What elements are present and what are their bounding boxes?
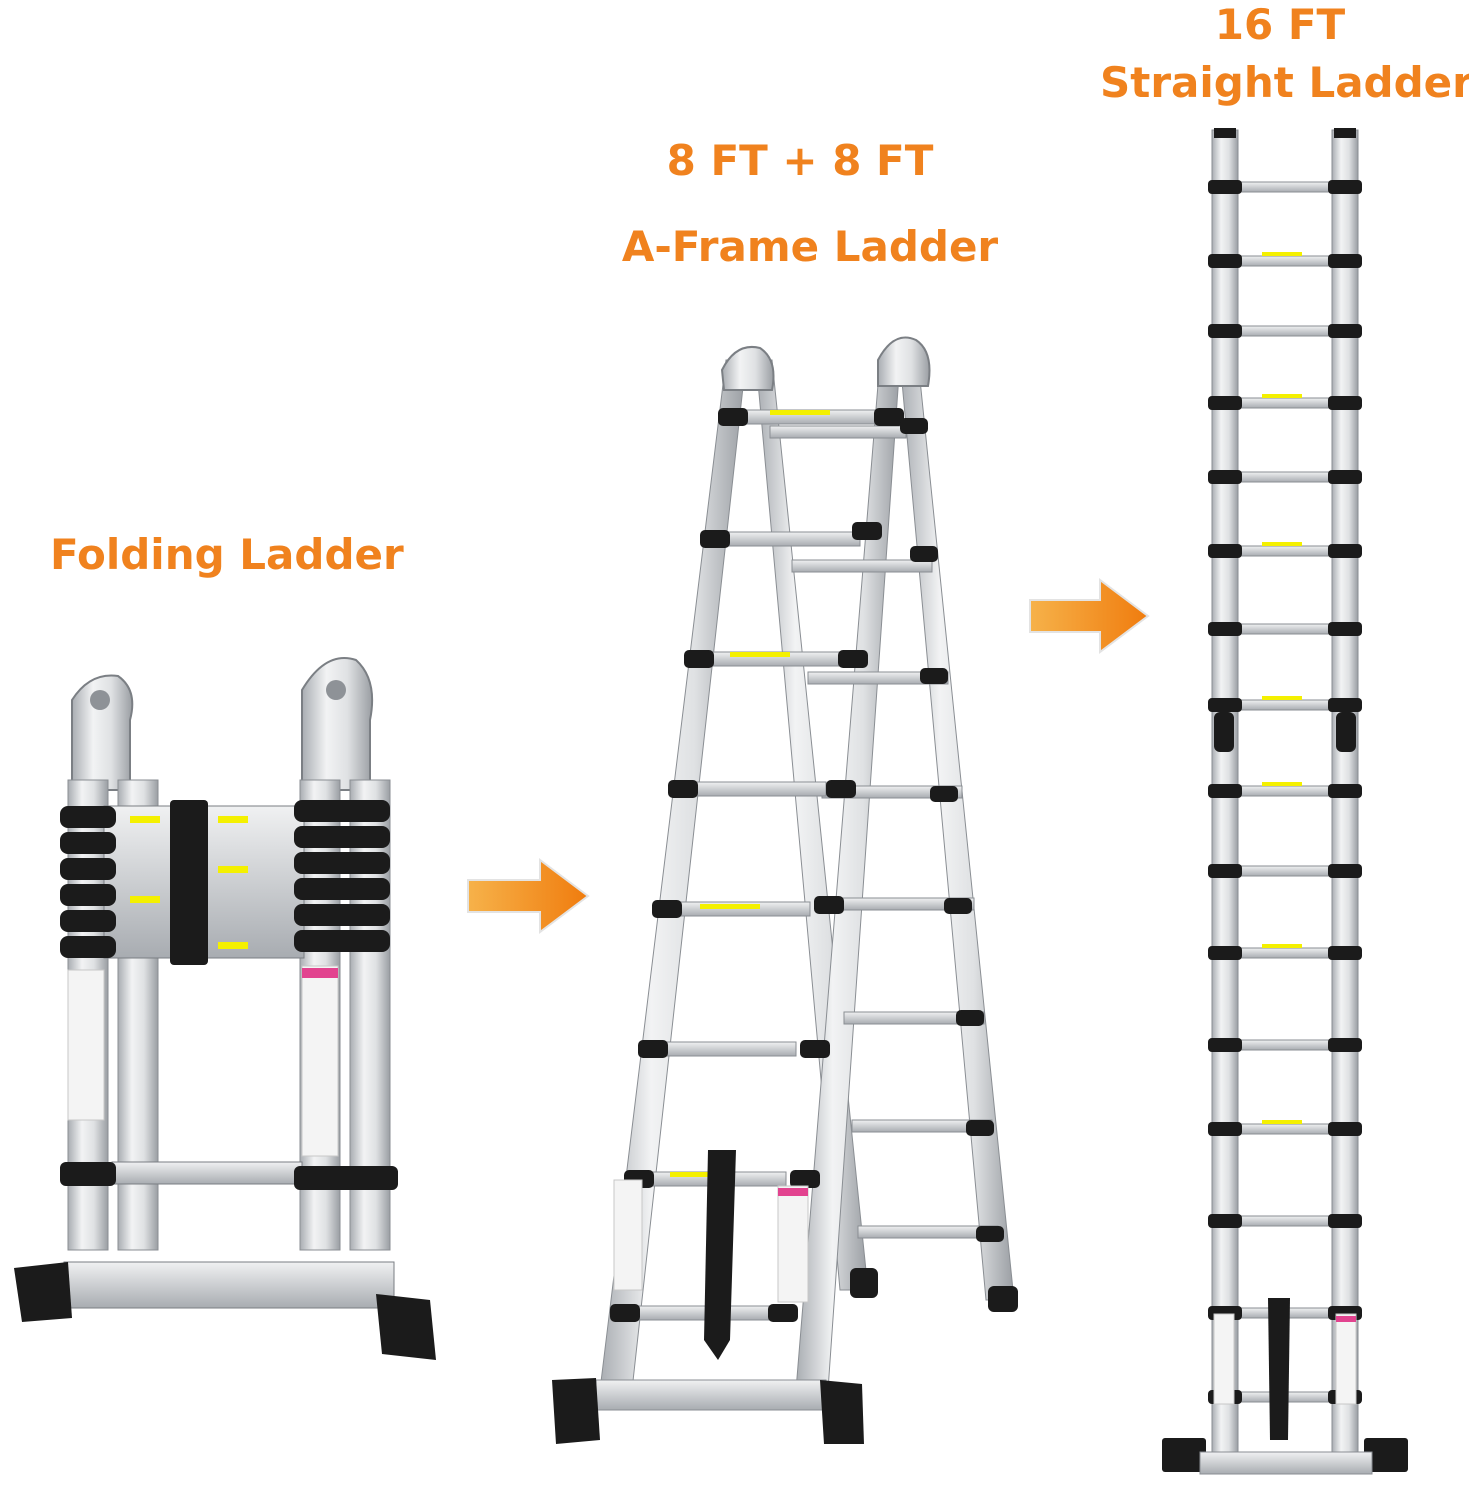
right-arrow-icon (1029, 578, 1150, 654)
aframe-ladder-size-label: 8 FT + 8 FT (666, 136, 934, 185)
aframe-ladder-image (552, 336, 1018, 1444)
folding-ladder-label: Folding Ladder (50, 530, 404, 579)
right-arrow-icon (467, 858, 590, 934)
straight-ladder-label: Straight Ladder (1100, 58, 1469, 107)
straight-ladder-size-label: 16 FT (1214, 0, 1346, 49)
aframe-ladder-label: A-Frame Ladder (621, 222, 999, 271)
folding-ladder-image (14, 657, 436, 1360)
straight-ladder-image (1162, 128, 1408, 1475)
